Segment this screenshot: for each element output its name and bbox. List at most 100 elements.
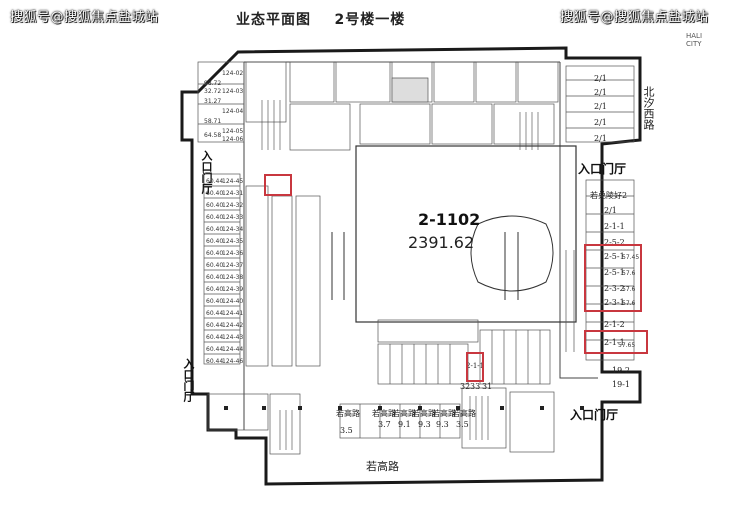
left-unit-area: 60.44 — [206, 322, 224, 329]
left-unit-area: 60.40 — [206, 262, 224, 269]
right-unit-label: 2/1 — [604, 206, 617, 215]
left-unit-area: 60.44 — [206, 310, 224, 317]
right-unit-label: 2-5-2 — [604, 238, 625, 247]
atrium-arc — [470, 215, 554, 292]
right-unit-label: 2-3-1 — [604, 298, 625, 307]
top-unit-label: 124-02 — [222, 70, 244, 77]
right-unit-label: 2-1-1 — [604, 338, 625, 347]
highlight-box — [466, 352, 484, 382]
right-unit-area: 57.45 — [622, 254, 640, 261]
left-unit-label: 124-31 — [222, 190, 244, 197]
entrance-left-bottom: 入口门厅 — [182, 358, 195, 402]
right-unit-label: 2-3-2 — [604, 284, 625, 293]
watermark-right: 搜狐号@搜狐焦点盐城站 — [560, 10, 709, 25]
logo-line2: CITY — [686, 40, 702, 48]
highlight-box — [264, 174, 292, 196]
top-unit-area: 31.27 — [204, 98, 222, 105]
bottom-unit-num: 9.1 — [398, 420, 411, 429]
left-unit-area: 60.44 — [206, 178, 224, 185]
central-unit-id: 2-1102 — [418, 210, 481, 229]
right-unit-label: 19-2 — [612, 366, 630, 375]
left-unit-label: 124-46 — [222, 358, 244, 365]
left-unit-area: 60.40 — [206, 214, 224, 221]
top-shop-grid — [197, 61, 559, 151]
stairwells — [261, 100, 539, 450]
top-unit-label: 124-06 — [222, 136, 244, 143]
left-unit-label: 124-34 — [222, 226, 244, 233]
left-shop-grid — [203, 173, 321, 367]
left-unit-label: 124-32 — [222, 202, 244, 209]
bottom-unit-label: 若高路 — [432, 409, 456, 418]
right-unit-area: 57.6 — [622, 286, 636, 293]
left-unit-label: 124-45 — [222, 178, 244, 185]
lower-shop-grid — [207, 319, 555, 455]
left-unit-label: 124-36 — [222, 250, 244, 257]
small-unit-label: 2-1-1 — [466, 362, 485, 370]
bottom-unit-label: 若高路 — [372, 409, 396, 418]
small-unit-label: 33 — [470, 382, 481, 391]
right-unit-label: 2/1 — [594, 134, 607, 143]
right-unit-label: 2/1 — [594, 74, 607, 83]
right-unit-label: 2-1-1 — [604, 222, 625, 231]
left-unit-area: 60.40 — [206, 226, 224, 233]
left-unit-area: 60.44 — [206, 358, 224, 365]
logo-line1: HALI — [686, 32, 703, 40]
right-unit-area: 57.65 — [618, 342, 636, 349]
left-unit-area: 60.40 — [206, 250, 224, 257]
small-unit-label: 32 — [460, 382, 471, 391]
bottom-unit-num: 9.3 — [436, 420, 449, 429]
right-unit-area: 57.6 — [622, 270, 636, 277]
top-unit-label: 124-05 — [222, 128, 244, 135]
hali-city-logo: HALI CITY — [686, 32, 702, 48]
top-unit-label: 124-03 — [222, 88, 244, 95]
top-unit-area: 32.72 — [204, 88, 222, 95]
left-unit-label: 124-33 — [222, 214, 244, 221]
left-unit-label: 124-40 — [222, 298, 244, 305]
right-unit-label: 19-1 — [612, 380, 630, 389]
bottom-unit-label: 若高路 — [336, 409, 360, 418]
left-unit-label: 124-44 — [222, 346, 244, 353]
right-unit-label: 2/1 — [594, 118, 607, 127]
entrance-right-top: 入口门厅 — [578, 162, 627, 176]
watermark-left: 搜狐号@搜狐焦点盐城站 — [10, 10, 159, 25]
left-unit-area: 60.40 — [206, 286, 224, 293]
entrance-right-bottom: 入口门厅 — [570, 408, 619, 422]
left-unit-label: 124-43 — [222, 334, 244, 341]
top-unit-area: 98.72 — [204, 80, 222, 87]
left-unit-label: 124-37 — [222, 262, 244, 269]
top-unit-area: 58.71 — [204, 118, 222, 125]
right-unit-area: 57.6 — [622, 300, 636, 307]
left-unit-label: 124-39 — [222, 286, 244, 293]
right-unit-label: 2-1-2 — [604, 320, 625, 329]
right-unit-label: 2/1 — [594, 88, 607, 97]
small-unit-label: 31 — [482, 382, 493, 391]
highlight-box — [584, 244, 642, 312]
highlight-box — [584, 330, 648, 354]
left-unit-area: 60.40 — [206, 190, 224, 197]
building-outline — [180, 46, 642, 486]
right-shop-grid — [565, 65, 635, 361]
top-unit-label: 124-04 — [222, 108, 244, 115]
bottom-unit-label: 若高路 — [452, 409, 476, 418]
central-unit-area: 2391.62 — [408, 233, 475, 252]
left-unit-label: 124-38 — [222, 274, 244, 281]
bottom-unit-label: 若高路 — [412, 409, 436, 418]
structural-columns — [224, 406, 584, 410]
right-unit-label: 2/1 — [594, 102, 607, 111]
left-unit-area: 60.40 — [206, 298, 224, 305]
left-unit-label: 124-41 — [222, 310, 244, 317]
road-bottom: 若高路 — [366, 460, 399, 473]
bottom-unit-num: 9.3 — [418, 420, 431, 429]
left-unit-area: 60.40 — [206, 238, 224, 245]
road-right: 北汐西路 — [642, 86, 655, 130]
entrance-left-top: 入口门厅 — [200, 150, 213, 194]
page-title: 业态平面图 2号楼一楼 — [236, 12, 406, 28]
left-unit-area: 60.44 — [206, 346, 224, 353]
left-unit-area: 60.44 — [206, 334, 224, 341]
right-unit-label: 2-5-1 — [604, 252, 625, 261]
right-unit-label: 若兑陵好2 — [590, 191, 628, 200]
bottom-unit-num: 3.5 — [340, 426, 353, 435]
bottom-unit-label: 若高路 — [392, 409, 416, 418]
left-unit-area: 60.40 — [206, 274, 224, 281]
